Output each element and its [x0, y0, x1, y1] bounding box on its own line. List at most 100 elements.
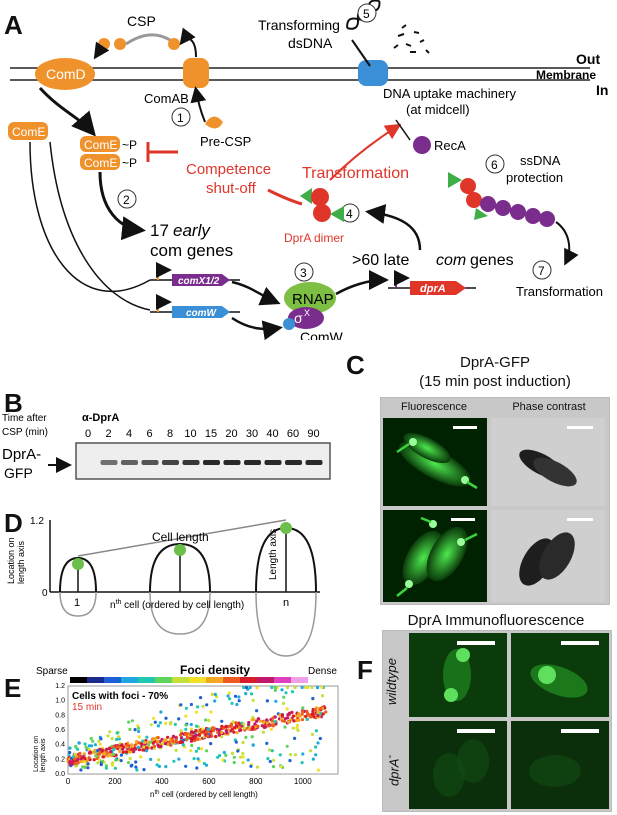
step-3-circle: [294, 262, 314, 282]
scatter-point: [184, 723, 188, 727]
d-x-first: 1: [74, 597, 80, 609]
scatter-point: [267, 748, 272, 752]
scatter-point: [150, 746, 154, 750]
scatter-point: [149, 740, 153, 744]
scatter-point: [89, 736, 93, 741]
scatter-point: [194, 749, 198, 753]
scatter-point: [251, 698, 255, 702]
scatter-point: [73, 757, 77, 761]
uptake-machinery-pore: [358, 60, 388, 86]
scatter-point: [217, 733, 221, 737]
promoter-comw: [156, 294, 172, 312]
scatter-point: [199, 729, 203, 733]
scatter-point: [179, 739, 183, 744]
scatter-point: [112, 747, 116, 751]
panel-letter-e: E: [4, 673, 22, 703]
scatter-point: [84, 745, 88, 749]
scatter-point: [137, 729, 141, 734]
scatter-point: [209, 742, 213, 746]
if-wildtype-2: [511, 633, 609, 717]
scatter-point: [133, 728, 137, 732]
scatter-point: [189, 749, 193, 753]
scatter-point: [136, 726, 141, 730]
scatter-point: [314, 753, 318, 757]
scatter-point: [209, 729, 213, 733]
scatter-point: [68, 746, 72, 750]
ssdna-dpra-red-2: [466, 192, 482, 208]
d-ylabel-2: length axis: [16, 540, 26, 584]
scatter-point: [68, 760, 72, 764]
scatter-point: [111, 761, 115, 765]
e-time: 15 min: [72, 702, 102, 713]
scatter-point: [286, 685, 290, 690]
label-comd: ComD: [46, 66, 86, 82]
csp-peptide: [125, 33, 171, 46]
panel-c-title-1: DprA-GFP: [459, 354, 530, 371]
time-label: 30: [246, 428, 258, 440]
scatter-point: [196, 705, 200, 709]
ssdna-reca-2: [495, 200, 511, 216]
scatter-point: [159, 710, 163, 714]
scatter-point: [179, 733, 183, 737]
scatter-point: [129, 764, 133, 768]
scatter-point: [96, 761, 100, 765]
gene-comw: [172, 306, 230, 318]
scatter-point: [278, 713, 282, 717]
scatter-point: [315, 685, 320, 690]
scatter-point: [118, 749, 122, 754]
scatter-point: [97, 739, 101, 743]
scatter-point: [220, 735, 224, 739]
scatter-point: [76, 757, 80, 761]
scatter-point: [141, 748, 145, 752]
time-label: 15: [205, 428, 217, 440]
scatter-point: [101, 755, 105, 759]
y-tick-label: 0.4: [55, 742, 65, 749]
scatter-point: [91, 739, 95, 743]
scatter-point: [112, 752, 116, 756]
label-precsp: Pre-CSP: [200, 134, 251, 149]
scatter-point: [128, 757, 132, 761]
cell-length-line: [77, 519, 287, 557]
scatter-point: [298, 714, 302, 718]
scatter-point: [130, 719, 134, 723]
step-1-label: 1: [177, 111, 184, 125]
scatter-point: [142, 768, 146, 772]
d-x-last: n: [283, 597, 289, 609]
scatter-point: [287, 711, 292, 715]
scatter-point: [304, 714, 308, 718]
scatter-point: [262, 720, 266, 724]
precsp-shape: [205, 116, 223, 129]
scatter-point: [285, 716, 290, 720]
scatter-point: [137, 735, 141, 739]
scatter-point: [232, 730, 236, 734]
step-7-label: 7: [538, 264, 545, 278]
scatter-point: [265, 741, 269, 745]
scatter-point: [206, 734, 210, 738]
scatter-point: [321, 712, 325, 716]
label-shutoff-2: shut-off: [206, 180, 257, 197]
scatter-point: [189, 702, 193, 707]
scatter-point: [120, 743, 124, 747]
scatter-point: [199, 696, 203, 700]
scatter-point: [261, 730, 265, 734]
scatter-point: [311, 709, 315, 713]
scatter-point: [106, 754, 110, 758]
scatter-point: [244, 685, 248, 690]
scatter-point: [213, 699, 217, 703]
step-1-circle: [171, 107, 191, 127]
scatter-point: [233, 694, 238, 698]
fluor-image-1: [383, 418, 487, 506]
feedback-curve-2: [49, 141, 151, 311]
csp-bead: [168, 38, 180, 50]
scatter-point: [274, 699, 278, 703]
y-tick-label: 1.2: [55, 683, 65, 690]
f-row-dpra: dprA-: [384, 754, 402, 786]
scatter-point: [109, 752, 113, 756]
label-dpra-dimer: DprA dimer: [284, 231, 344, 245]
label-out: Out: [576, 51, 600, 67]
scatter-point: [152, 737, 156, 742]
scatter-point: [86, 766, 90, 770]
colorbar-swatch: [87, 677, 104, 683]
scatter-point: [293, 736, 297, 740]
ssdna-reca-5: [539, 211, 555, 227]
